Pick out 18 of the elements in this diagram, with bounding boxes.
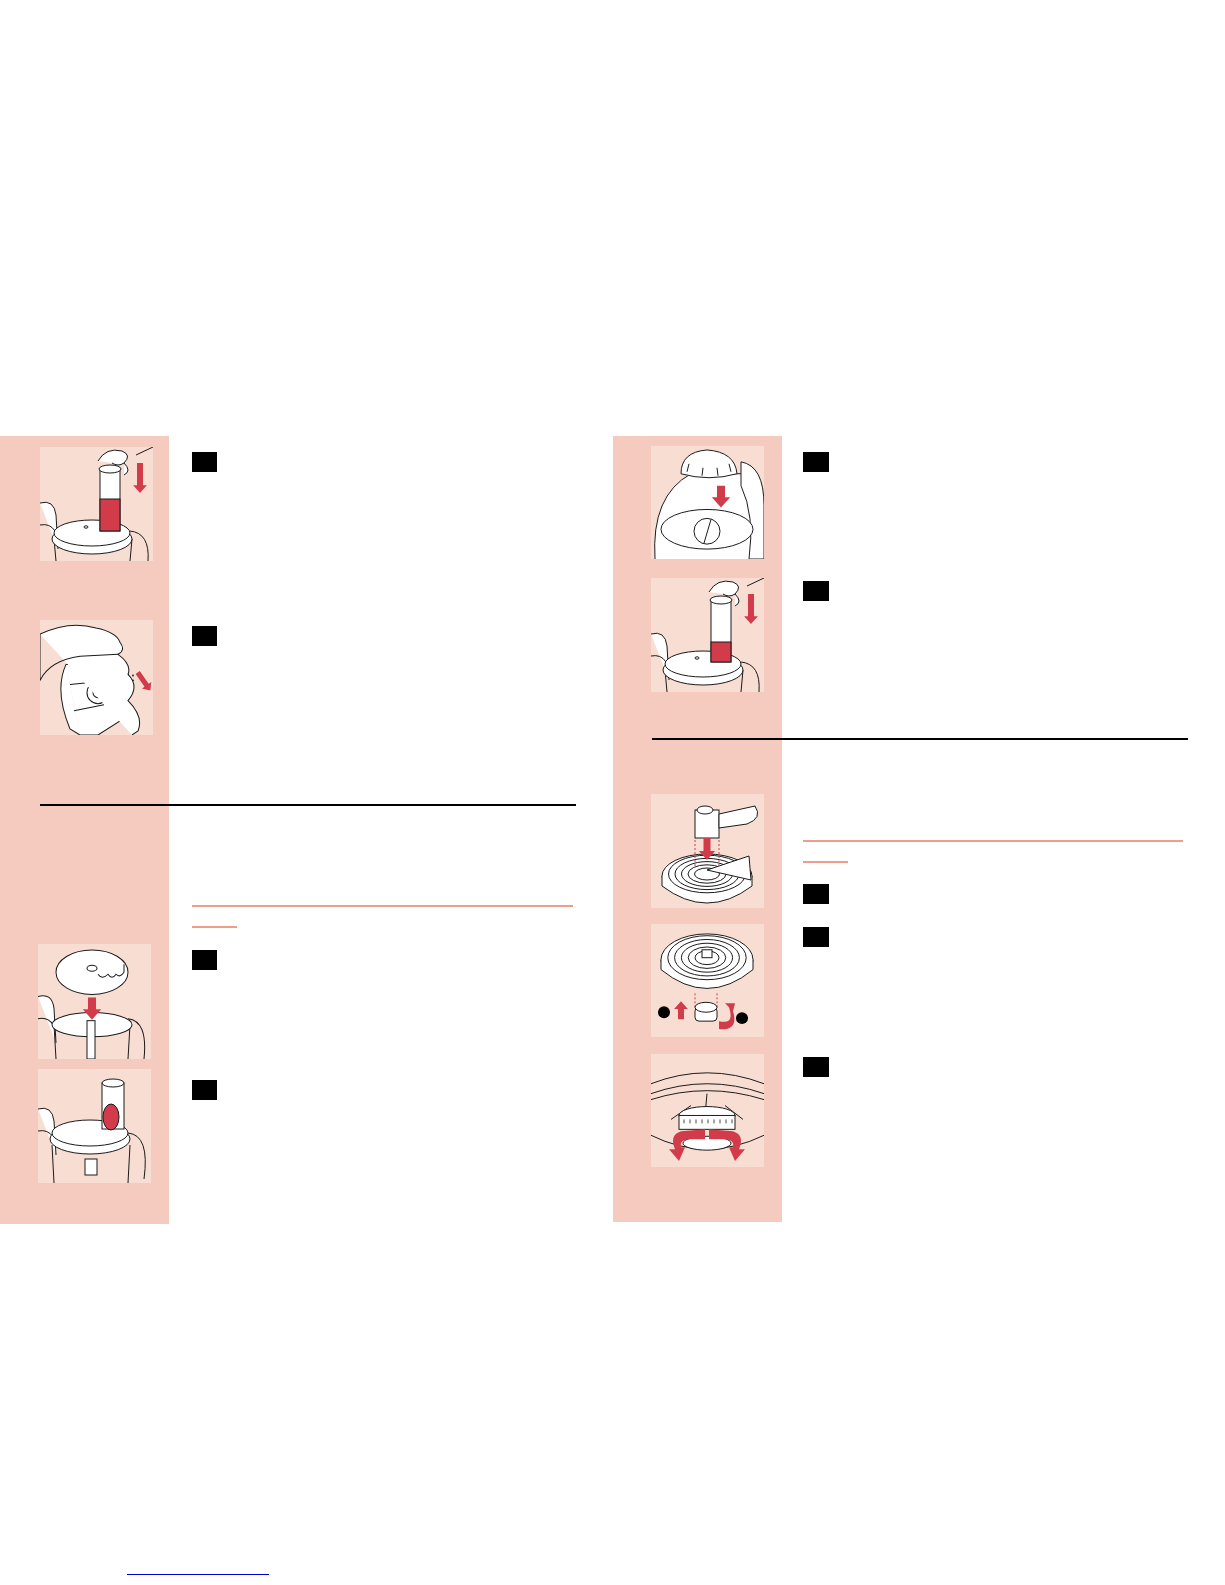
step-marker-icon [192,1080,217,1100]
disc-and-ring-illustration [651,924,764,1037]
step-marker-icon [192,950,217,970]
step-marker-icon [192,626,217,646]
step-marker-icon [803,581,829,601]
step-marker-icon [803,884,829,904]
feed-tube-pusher-illustration [651,578,764,692]
step-marker-icon [803,1057,829,1077]
lid-with-pusher-illustration [38,1069,151,1183]
step-marker-icon [803,452,829,472]
adjustment-ring-illustration [651,1054,764,1167]
disc-holder-illustration [651,794,764,908]
grating-disc-illustration [40,620,153,735]
cutting-disc-insertion-illustration [38,944,151,1059]
step-marker-icon [192,452,217,472]
bowl-dial-illustration [651,446,764,559]
feed-tube-pusher-illustration [40,447,153,561]
step-marker-icon [803,927,829,947]
